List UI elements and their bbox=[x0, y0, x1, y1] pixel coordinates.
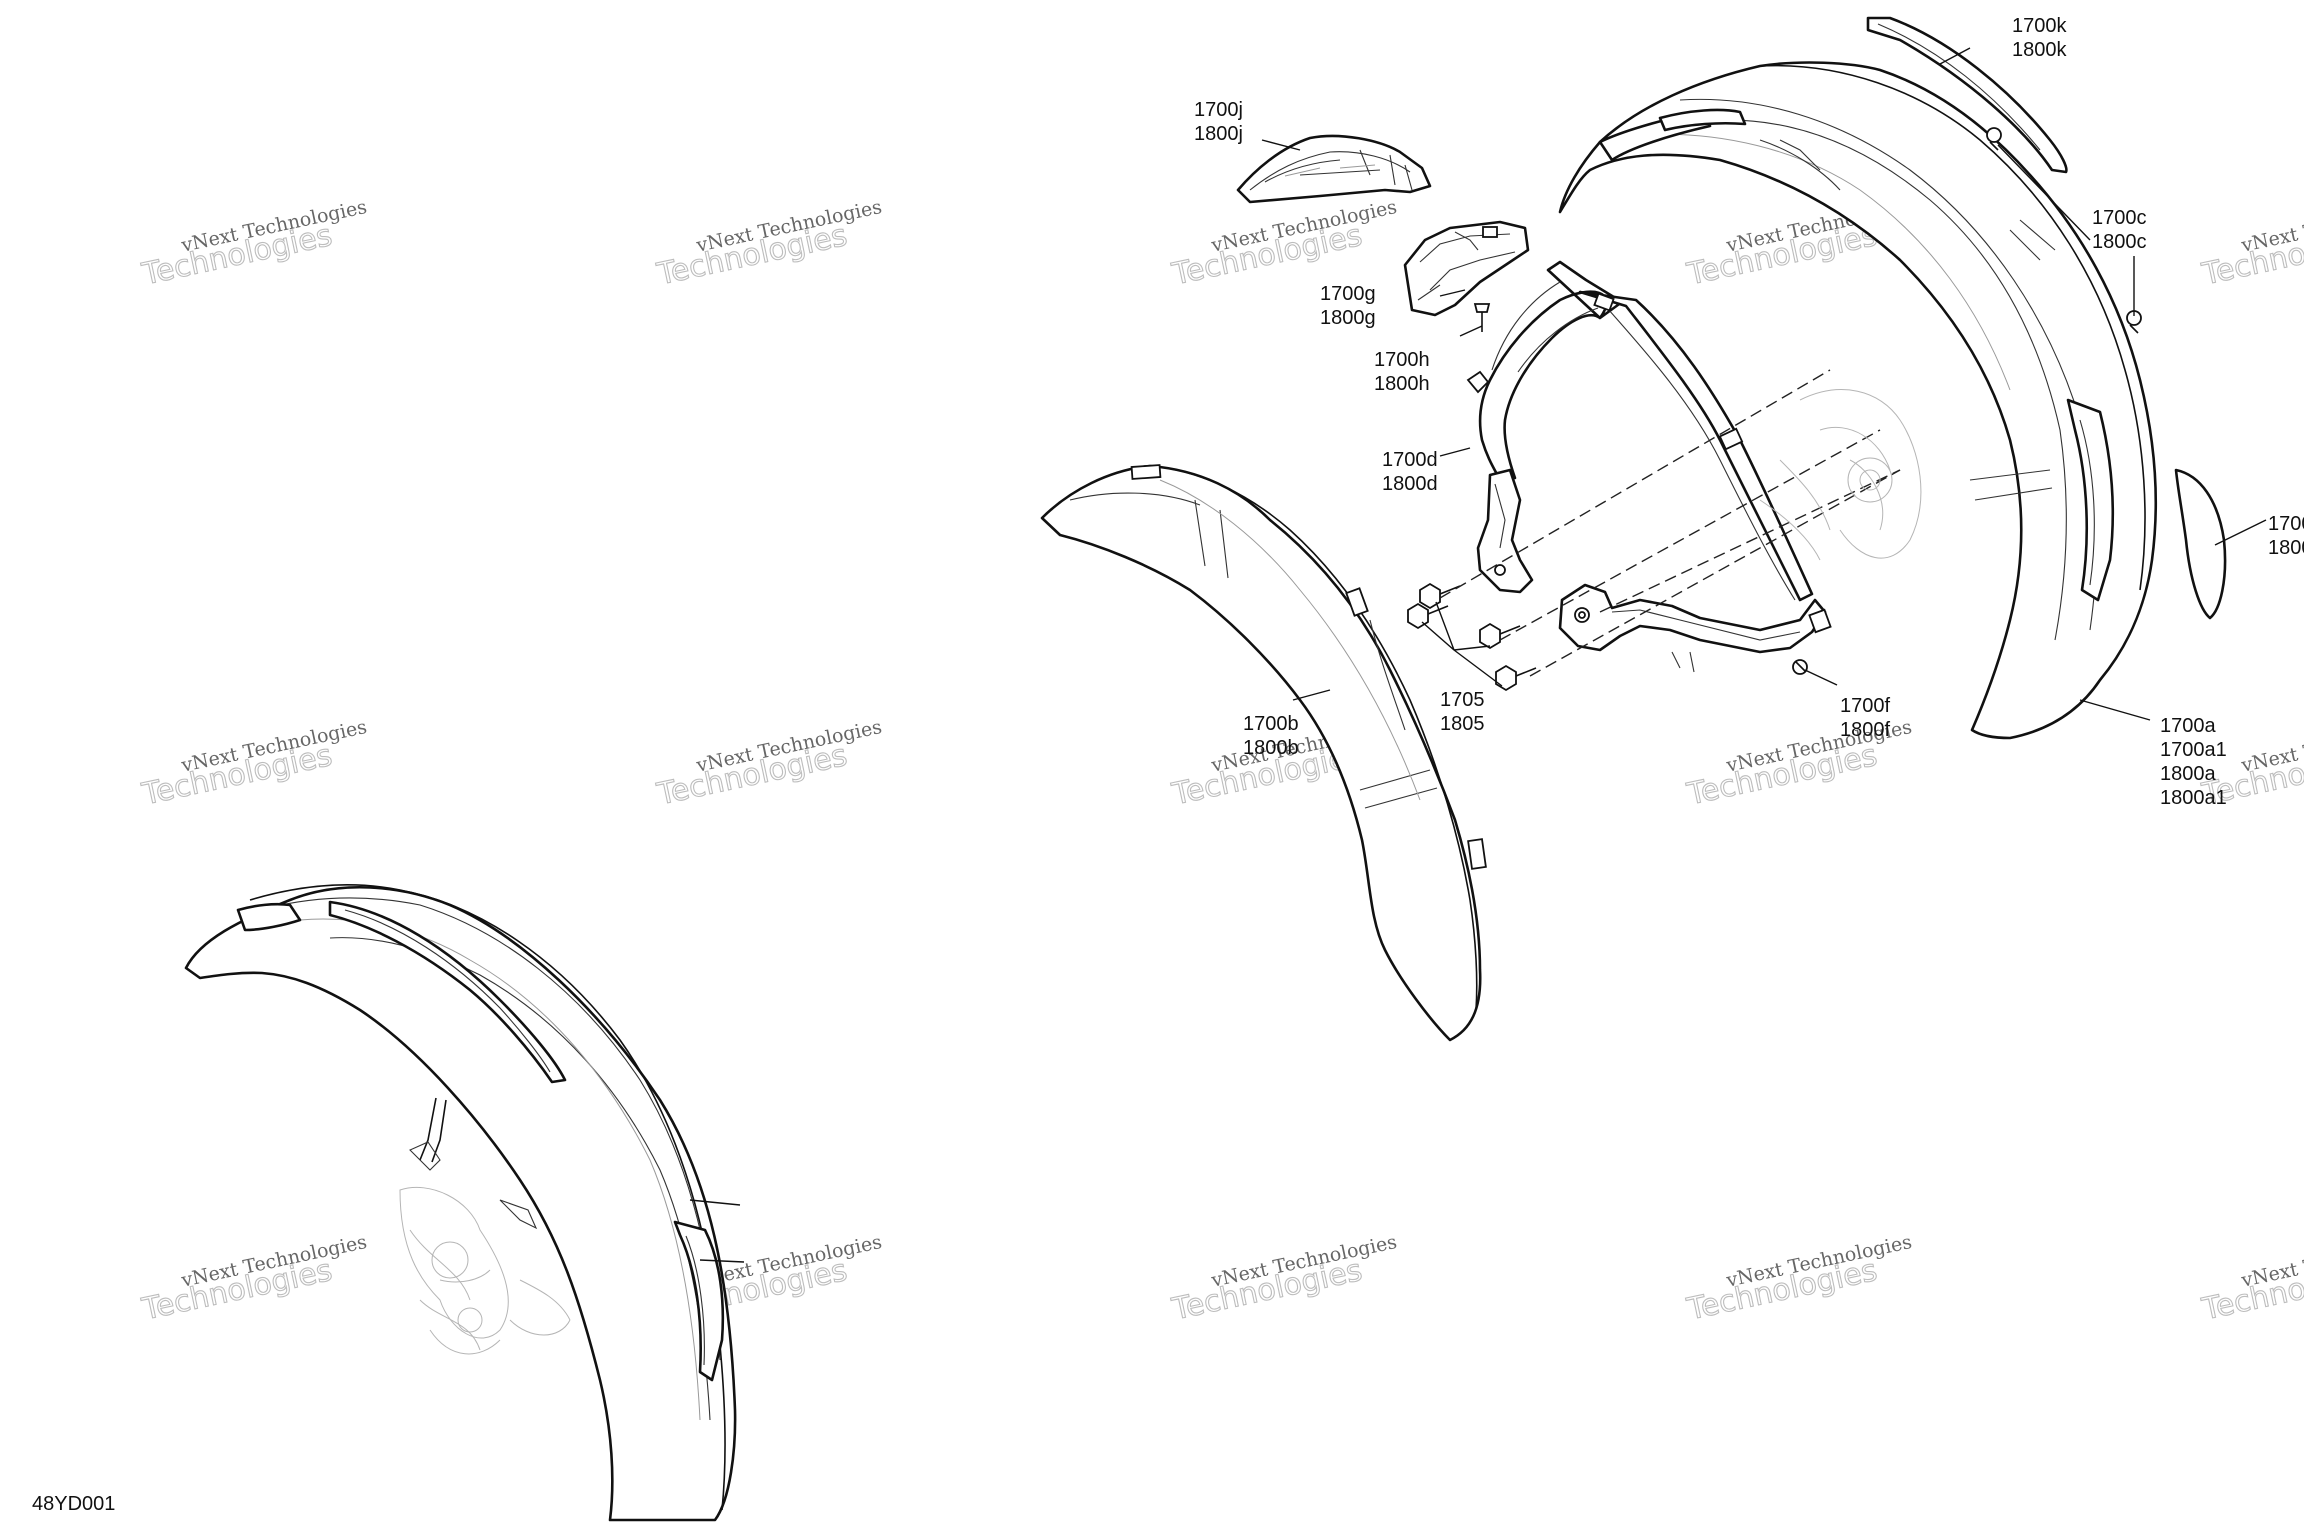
part-1700c-clips bbox=[1986, 127, 2142, 334]
callout-1700d: 1700d 1800d bbox=[1382, 449, 1438, 495]
assembled-fender-view bbox=[184, 884, 745, 1522]
part-1700j-lamp bbox=[1236, 134, 1432, 204]
part-1700g-bracket bbox=[1403, 220, 1530, 317]
svg-text:1800b: 1800b bbox=[1243, 737, 1299, 759]
callout-1700c: 1700c 1800c bbox=[2092, 207, 2147, 253]
svg-text:1700g: 1700g bbox=[1320, 283, 1376, 305]
svg-text:1700j: 1700j bbox=[1194, 99, 1243, 121]
part-1700d-support-arm bbox=[1466, 260, 1814, 602]
leader-lines bbox=[1261, 47, 2267, 721]
part-1700f-strut bbox=[1558, 583, 1832, 673]
svg-text:1700b: 1700b bbox=[1243, 713, 1299, 735]
svg-text:1800j: 1800j bbox=[1194, 123, 1243, 145]
part-1700h-screw bbox=[1473, 303, 1491, 332]
svg-text:1700: 1700 bbox=[2268, 513, 2304, 535]
svg-text:1700a1: 1700a1 bbox=[2160, 739, 2227, 761]
alignment-lines bbox=[1439, 369, 1901, 677]
svg-text:1705: 1705 bbox=[1440, 689, 1485, 711]
callout-1700b: 1700b 1800b bbox=[1243, 713, 1299, 759]
svg-text:1700k: 1700k bbox=[2012, 15, 2067, 37]
svg-text:1800h: 1800h bbox=[1374, 373, 1430, 395]
callout-1705: 1705 1805 bbox=[1440, 689, 1485, 735]
svg-text:1700c: 1700c bbox=[2092, 207, 2147, 229]
svg-text:1700h: 1700h bbox=[1374, 349, 1430, 371]
svg-text:1800: 1800 bbox=[2268, 537, 2304, 559]
callout-1700g: 1700g 1800g bbox=[1320, 283, 1376, 329]
callout-1700h: 1700h 1800h bbox=[1374, 349, 1430, 395]
suspension-ghost bbox=[399, 1186, 571, 1355]
svg-text:1700d: 1700d bbox=[1382, 449, 1438, 471]
svg-text:1800g: 1800g bbox=[1320, 307, 1376, 329]
part-1700b-inner-fender bbox=[1040, 464, 1487, 1042]
part-1700a-outer-fender bbox=[1558, 61, 2158, 740]
svg-text:1800k: 1800k bbox=[2012, 39, 2067, 61]
callout-1700f: 1700f 1800f bbox=[1840, 695, 1890, 741]
svg-text:1800f: 1800f bbox=[1840, 719, 1890, 741]
svg-text:1700a: 1700a bbox=[2160, 715, 2216, 737]
hub-ghost bbox=[1759, 389, 1922, 561]
svg-text:1800d: 1800d bbox=[1382, 473, 1438, 495]
svg-text:1800a: 1800a bbox=[2160, 763, 2216, 785]
callout-1700a: 1700a 1700a1 1800a 1800a1 bbox=[2160, 715, 2227, 809]
callout-1700e: 1700 1800 bbox=[2268, 513, 2304, 559]
callout-1700j: 1700j 1800j bbox=[1194, 99, 1243, 145]
svg-text:1700f: 1700f bbox=[1840, 695, 1890, 717]
svg-text:1805: 1805 bbox=[1440, 713, 1485, 735]
part-1705-bolts bbox=[1407, 582, 1808, 692]
svg-text:1800a1: 1800a1 bbox=[2160, 787, 2227, 809]
callout-1700k: 1700k 1800k bbox=[2012, 15, 2067, 61]
part-1700-side-reflector bbox=[2174, 468, 2227, 620]
part-1700k-light-strip bbox=[1866, 16, 2068, 174]
svg-text:1800c: 1800c bbox=[2092, 231, 2147, 253]
figure-code: 48YD001 bbox=[32, 1493, 115, 1515]
